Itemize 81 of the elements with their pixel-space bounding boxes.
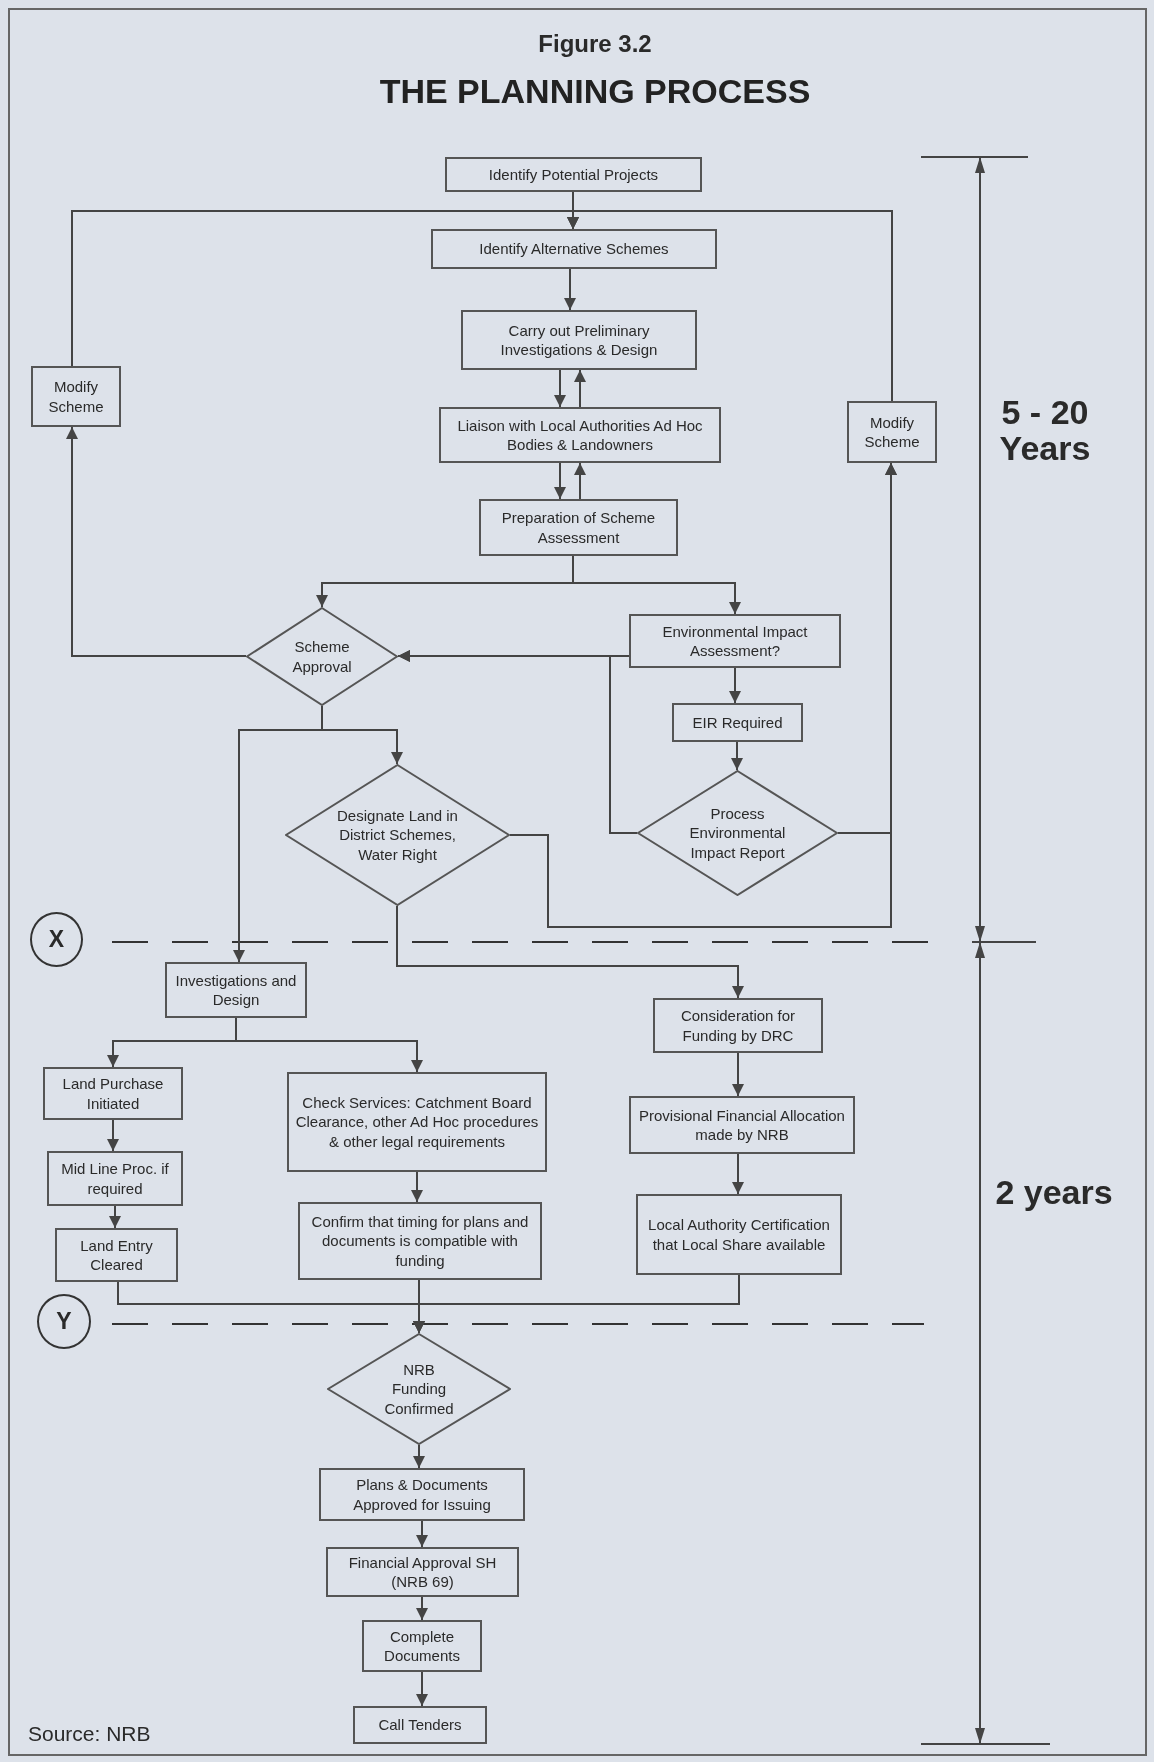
- process-box: [439, 407, 721, 463]
- step-text: Process Environmental Impact Report: [688, 803, 787, 863]
- process-box: [629, 614, 841, 668]
- process-box: [672, 703, 803, 742]
- step-text: Designate Land in District Schemes, Water Right: [336, 805, 459, 865]
- step-text: Identify Potential Projects: [487, 164, 660, 185]
- title: THE PLANNING PROCESS: [378, 72, 812, 111]
- step-text: Call Tenders: [377, 1715, 463, 1735]
- process-box: [445, 157, 702, 192]
- figure-number: Figure 3.2: [537, 30, 653, 58]
- process-box: [353, 1706, 487, 1744]
- marker-circle: [37, 1294, 91, 1349]
- arrow: [397, 650, 638, 834]
- arrow: [413, 1274, 740, 1334]
- step-text: Land Purchase Initiated: [61, 1074, 165, 1113]
- arrow: [66, 426, 247, 657]
- arrow: [574, 462, 586, 500]
- arrow: [321, 705, 403, 765]
- process-box: [461, 310, 697, 370]
- arrow: [732, 1052, 744, 1097]
- arrow: [554, 369, 566, 408]
- source-note: Source: NRB: [28, 1722, 151, 1746]
- arrow: [564, 268, 576, 311]
- step-text: Local Authority Certification that Local Share available: [647, 1215, 831, 1254]
- step-text: Modify Scheme: [47, 377, 105, 416]
- step-text: EIR Required: [691, 712, 784, 733]
- step-text: Land Entry Cleared: [79, 1235, 154, 1275]
- step-text: Plans & Documents Approved for Issuing: [352, 1475, 492, 1514]
- arrow: [107, 1119, 119, 1152]
- arrow: [567, 210, 893, 402]
- step-text: Environmental Impact Assessment?: [661, 621, 809, 661]
- process-box: [319, 1468, 525, 1521]
- process-box: [31, 366, 121, 427]
- process-box: [165, 962, 307, 1018]
- step-text: Preparation of Scheme Assessment: [500, 508, 657, 547]
- process-box: [636, 1194, 842, 1275]
- step-text: Carry out Preliminary Investigations & Design: [499, 320, 659, 360]
- arrow: [413, 1444, 425, 1469]
- marker-letter: X: [48, 924, 65, 954]
- process-box: [55, 1228, 178, 1282]
- process-box: [431, 229, 717, 269]
- process-box: [47, 1151, 183, 1206]
- step-text: Scheme Approval: [291, 637, 353, 676]
- arrow: [416, 1671, 428, 1707]
- arrow: [729, 667, 741, 704]
- step-text: Complete Documents: [383, 1626, 461, 1666]
- step-text: Check Services: Catchment Board Clearance, other Ad Hoc procedures & other legal requirements: [294, 1092, 540, 1152]
- arrow: [109, 1205, 121, 1229]
- process-box: [362, 1620, 482, 1672]
- arrow: [416, 1596, 428, 1621]
- process-box: [847, 401, 937, 463]
- process-box: [43, 1067, 183, 1120]
- arrow: [554, 462, 566, 500]
- step-text: Liaison with Local Authorities Ad Hoc Bodies & Landowners: [456, 415, 704, 455]
- arrow: [731, 741, 743, 771]
- duration-label: 2 years: [994, 1173, 1114, 1212]
- step-text: Investigations and Design: [174, 970, 298, 1010]
- step-text: Confirm that timing for plans and documents is compatible with funding: [310, 1211, 530, 1271]
- duration-label: 5 - 20 Years: [998, 395, 1092, 467]
- arrow: [574, 369, 586, 408]
- arrow: [732, 1153, 744, 1195]
- step-text: Identify Alternative Schemes: [478, 239, 670, 259]
- step-text: Provisional Financial Allocation made by NRB: [638, 1105, 846, 1145]
- arrow: [396, 905, 744, 999]
- arrow: [416, 1520, 428, 1548]
- process-box: [326, 1547, 519, 1597]
- step-text: Modify Scheme: [863, 412, 921, 452]
- marker-circle: [30, 912, 83, 967]
- step-text: Mid Line Proc. if required: [60, 1159, 170, 1198]
- process-box: [479, 499, 678, 556]
- process-box: [298, 1202, 542, 1280]
- marker-letter: Y: [56, 1306, 72, 1336]
- process-box: [629, 1096, 855, 1154]
- step-text: NRB Funding Confirmed: [383, 1359, 455, 1419]
- arrow: [509, 462, 897, 928]
- step-text: Consideration for Funding by DRC: [679, 1006, 797, 1045]
- process-box: [287, 1072, 547, 1172]
- step-text: Financial Approval SH (NRB 69): [347, 1552, 498, 1592]
- process-box: [653, 998, 823, 1053]
- arrow: [572, 555, 741, 615]
- arrow: [411, 1171, 423, 1203]
